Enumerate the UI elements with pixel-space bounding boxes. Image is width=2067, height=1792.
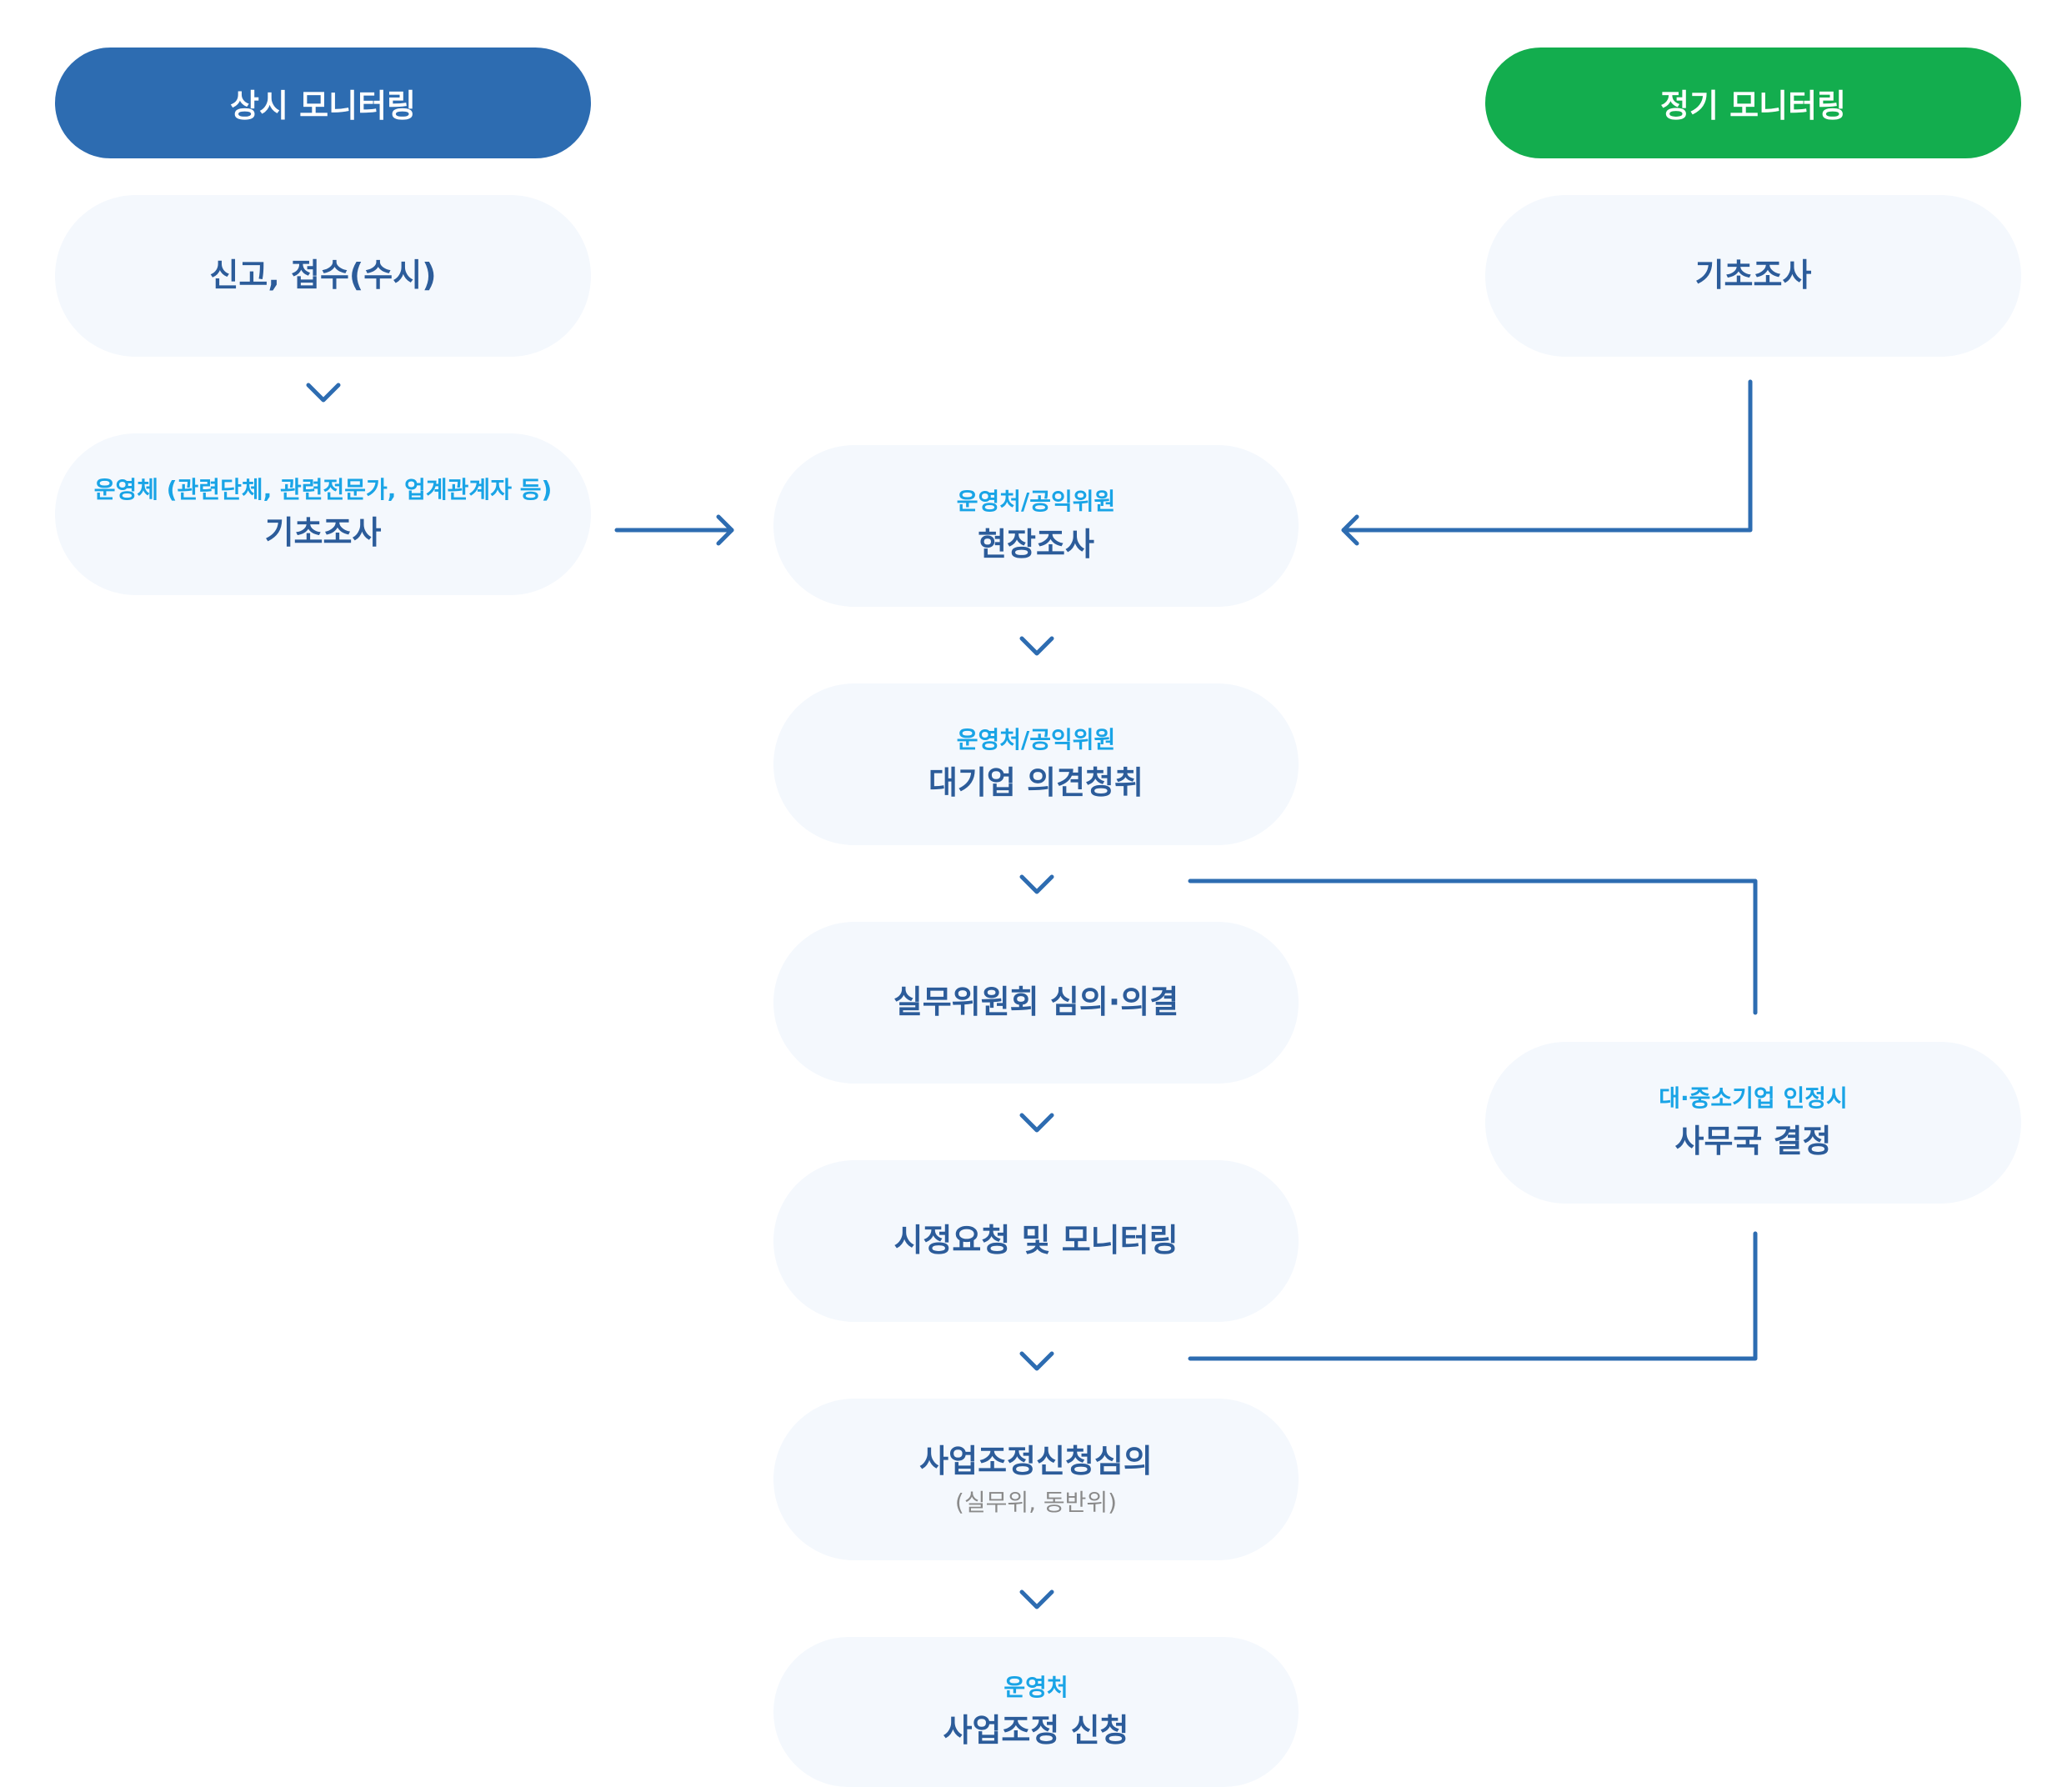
box-adjustment-review-label: 사업조정신청심의 xyxy=(919,1443,1153,1480)
box-basic-survey-left-sub: 운영체 (관련단체, 관련전문가, 업계관계자 등) xyxy=(93,476,553,504)
box-basic-survey-left-label: 기초조사 xyxy=(264,513,382,551)
chevron-down-icon xyxy=(1019,1351,1054,1371)
box-opinion-hearing: 운영처/공익위원 대기업 의견청취 xyxy=(773,683,1299,845)
header-regular-monitoring-label: 상시 모니터링 xyxy=(230,88,416,124)
box-secretariat-decision-label: 사무국 결정 xyxy=(1674,1122,1832,1159)
chevron-down-icon xyxy=(1019,874,1054,894)
box-adjustment-review: 사업조정신청심의 (실무위, 동반위) xyxy=(773,1399,1299,1560)
arrow-left-icon xyxy=(1341,514,1359,546)
box-correction-request-label: 시정요청 및 모니터링 xyxy=(893,1222,1179,1259)
box-adjustment-application-sub: 운영처 xyxy=(1003,1674,1069,1702)
box-site-survey-sub: 운영처/공익위원 xyxy=(956,488,1116,516)
header-regular-monitoring: 상시 모니터링 xyxy=(55,48,591,158)
header-periodic-monitoring-label: 정기 모니터링 xyxy=(1660,88,1846,124)
arrow-right-icon xyxy=(716,514,734,546)
box-basic-survey-right-label: 기초조사 xyxy=(1694,257,1812,294)
chevron-down-icon xyxy=(1019,636,1054,656)
box-secretariat-decision-sub: 대·중소기업 인정시 xyxy=(1659,1084,1848,1113)
box-adjustment-review-note: (실무위, 동반위) xyxy=(954,1488,1118,1516)
box-site-survey: 운영처/공익위원 현장조사 xyxy=(773,445,1299,607)
box-report-receipt: 신고, 접수(수시) xyxy=(55,195,591,357)
box-report-receipt-label: 신고, 접수(수시) xyxy=(209,257,437,294)
chevron-down-icon xyxy=(1019,1113,1054,1133)
box-opinion-hearing-label: 대기업 의견청취 xyxy=(928,763,1144,801)
connector-branch-top xyxy=(1188,878,1758,1015)
box-committee-deliberation: 실무위원회 심의·의결 xyxy=(773,922,1299,1084)
box-adjustment-application: 운영처 사업조정 신청 xyxy=(773,1637,1299,1787)
box-site-survey-label: 현장조사 xyxy=(978,525,1094,563)
box-committee-deliberation-label: 실무위원회 심의·의결 xyxy=(893,984,1179,1021)
box-opinion-hearing-sub: 운영처/공익위원 xyxy=(956,726,1116,754)
connector-right-to-site xyxy=(1341,379,1753,533)
box-secretariat-decision: 대·중소기업 인정시 사무국 결정 xyxy=(1485,1042,2021,1204)
box-adjustment-application-label: 사업조정 신청 xyxy=(943,1711,1129,1749)
header-periodic-monitoring: 정기 모니터링 xyxy=(1485,48,2021,158)
box-basic-survey-right: 기초조사 xyxy=(1485,195,2021,357)
chevron-down-icon xyxy=(306,383,341,403)
box-correction-request: 시정요청 및 모니터링 xyxy=(773,1160,1299,1322)
box-basic-survey-left: 운영체 (관련단체, 관련전문가, 업계관계자 등) 기초조사 xyxy=(55,433,591,595)
connector-branch-bottom xyxy=(1188,1231,1758,1361)
chevron-down-icon xyxy=(1019,1589,1054,1609)
